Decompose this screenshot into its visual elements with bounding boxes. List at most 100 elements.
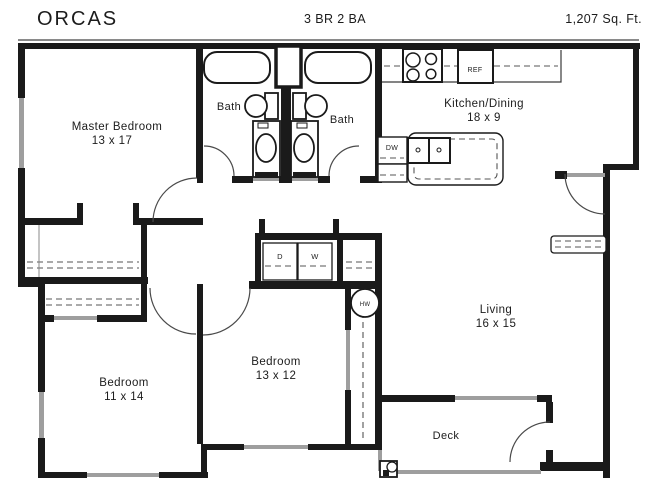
refrigerator-label: REF	[468, 67, 483, 74]
entry-threshold	[565, 173, 605, 177]
wall-bottom-bedroom2-a	[38, 472, 87, 478]
water-heater-label: HW	[360, 302, 371, 308]
sink-drain-2	[436, 147, 442, 153]
wall-bottom-bedroom2-b	[159, 472, 208, 478]
window-master-left	[19, 98, 24, 168]
bathroom-fixtures	[203, 51, 372, 178]
master-door-arc	[152, 177, 198, 223]
wall-bath-south-a	[197, 176, 203, 183]
window-bedroom3-bottom	[244, 445, 308, 449]
wall-left-lower	[38, 281, 45, 392]
wall-entry-step	[603, 164, 639, 170]
wall-kitchen-left	[375, 43, 382, 183]
bath2-door-arc	[328, 145, 360, 177]
dryer-box	[262, 242, 298, 281]
bedroom3-label: Bedroom	[251, 356, 300, 368]
wall-right-deck	[603, 394, 610, 478]
wall-master-bath	[196, 43, 203, 178]
deck-label: Deck	[433, 430, 460, 442]
dishwasher-cabinet	[377, 136, 408, 165]
living-dims: 16 x 15	[476, 318, 517, 330]
deck-door-arc	[509, 421, 551, 463]
closet2-opening	[54, 316, 97, 320]
wall-closet1-right	[141, 220, 147, 283]
dryer-label: D	[277, 252, 283, 261]
wall-laundry-left	[255, 236, 261, 284]
bath1-door-arc	[203, 145, 235, 177]
wall-bedroom3-top	[249, 281, 382, 289]
burner-1	[405, 52, 421, 68]
deck-door-top-jamb	[546, 402, 553, 423]
entry-jamb-right	[603, 164, 610, 180]
window-bedroom2-left	[39, 392, 44, 438]
entry-door-arc	[564, 173, 606, 215]
burner-3	[406, 68, 420, 82]
square-footage: 1,207 Sq. Ft.	[565, 12, 642, 26]
kitchen-fixtures	[377, 48, 562, 186]
wall-bottom-step	[201, 444, 207, 478]
bath2-label: Bath	[330, 114, 354, 126]
wall-closet1-bottom	[22, 277, 148, 284]
bedroom3-dims: 13 x 12	[256, 370, 297, 382]
entry-jamb-left	[555, 171, 567, 179]
toilet2-tank	[292, 92, 307, 120]
wall-living-bottom-b	[537, 395, 552, 402]
bedroom2-door-arc	[149, 287, 197, 335]
vanity2-base	[293, 172, 316, 178]
wall-master-bottom-a	[22, 218, 77, 225]
window-living-bottom	[455, 396, 537, 400]
master-bedroom-dims: 13 x 17	[92, 135, 133, 147]
wall-left-upper	[18, 43, 25, 98]
closet-jamb-a	[77, 203, 83, 225]
vanity2-wall-opening	[292, 177, 318, 181]
bathtub-1	[203, 51, 271, 84]
kitchen-dims: 18 x 9	[467, 112, 501, 124]
refrigerator	[457, 49, 494, 84]
wall-living-bottom-a	[378, 395, 455, 402]
deck-rail-bottom	[380, 470, 541, 474]
hall-jamb-a	[259, 219, 265, 236]
wall-right-upper	[633, 43, 639, 170]
wall-living-left	[375, 233, 382, 450]
living-fixtures	[550, 235, 607, 254]
bed-bath-count: 3 BR 2 BA	[304, 12, 366, 26]
wall-chase-left-a	[345, 288, 351, 330]
dishwasher-label: DW	[386, 145, 398, 152]
walls	[18, 43, 640, 478]
wall-left-upper-2	[18, 168, 25, 287]
wall-bath-south-c	[279, 176, 292, 183]
wall-bath-divider	[281, 87, 291, 178]
wall-bedroom-divider	[197, 284, 203, 444]
bedroom3-door-arc	[202, 287, 251, 336]
hall-jamb-b	[333, 219, 339, 236]
wall-bath-south-d	[318, 176, 330, 183]
living-label: Living	[480, 304, 512, 316]
burner-2	[424, 52, 438, 66]
vanity1-wall-opening	[253, 177, 279, 181]
door-swings	[149, 145, 606, 463]
wall-laundry-top	[255, 233, 382, 240]
vanity2-sink	[293, 133, 315, 163]
wall-closet2-right	[141, 283, 147, 322]
bathtub-2	[304, 51, 372, 84]
wall-deck-bottom-right	[540, 462, 610, 471]
wall-top	[18, 43, 640, 49]
vanity1-sink	[255, 133, 277, 163]
lower-cabinet	[377, 163, 408, 183]
wall-face-line	[18, 39, 639, 41]
window-bedroom2-bottom	[87, 473, 159, 477]
master-bedroom-label: Master Bedroom	[72, 121, 163, 133]
vanity1-faucet	[257, 122, 269, 129]
burner-4	[425, 68, 437, 80]
toilet2-bowl	[304, 94, 328, 118]
sink-drain-1	[415, 147, 421, 153]
deck-door-hinge-jamb	[546, 450, 553, 464]
water-heater	[350, 288, 380, 318]
wall-closet2-bottom-b	[97, 315, 147, 322]
washer-box	[297, 242, 333, 281]
bath1-label: Bath	[217, 101, 241, 113]
deck-post-circle	[386, 461, 398, 473]
deck-fixtures	[379, 460, 398, 478]
plan-title: ORCAS	[37, 8, 119, 30]
